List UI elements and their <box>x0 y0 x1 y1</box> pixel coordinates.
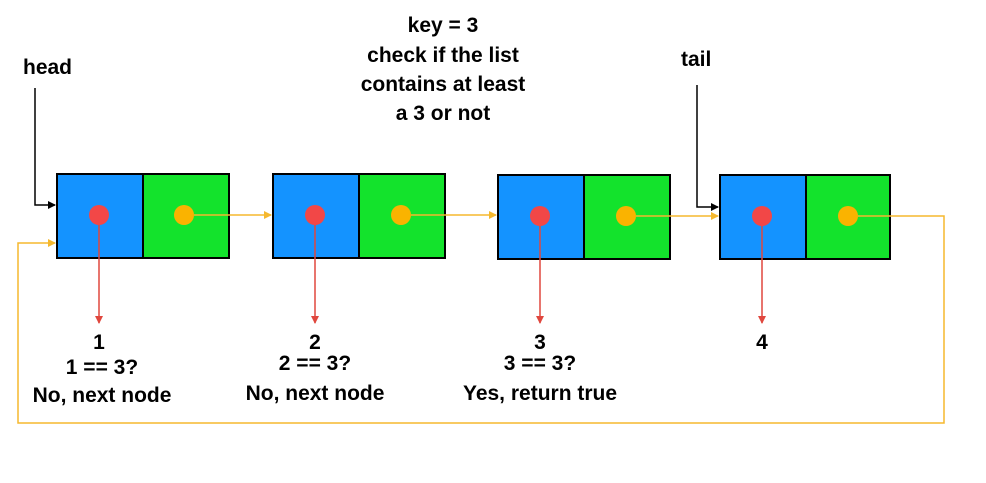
next-dot-icon <box>616 206 636 226</box>
data-dot-icon <box>530 206 550 226</box>
list-node-1 <box>56 173 230 259</box>
node-2-value: 2 <box>309 331 321 354</box>
header-line-3: contains at least <box>361 73 526 96</box>
data-dot-icon <box>752 206 772 226</box>
list-node-2 <box>272 173 446 259</box>
list-node-4 <box>719 174 891 260</box>
next-link-4-to-1-loop <box>17 215 945 424</box>
node-4-value: 4 <box>756 331 768 354</box>
next-dot-icon <box>391 205 411 225</box>
node-2-result: No, next node <box>246 382 385 405</box>
next-dot-icon <box>174 205 194 225</box>
list-node-3 <box>497 174 671 260</box>
node-1-value: 1 <box>93 331 105 354</box>
header-line-1: key = 3 <box>408 14 479 37</box>
next-dot-icon <box>838 206 858 226</box>
head-pointer-arrow <box>34 88 56 209</box>
node-2-check: 2 == 3? <box>279 352 351 375</box>
tail-label: tail <box>681 48 711 71</box>
head-label: head <box>23 56 72 79</box>
node-1-result: No, next node <box>33 384 172 407</box>
node-next-cell <box>805 174 891 260</box>
tail-pointer-arrow <box>696 85 719 211</box>
data-dot-icon <box>89 205 109 225</box>
header-line-4: a 3 or not <box>396 102 491 125</box>
node-3-check: 3 == 3? <box>504 352 576 375</box>
data-dot-icon <box>305 205 325 225</box>
node-3-value: 3 <box>534 331 546 354</box>
node-1-check: 1 == 3? <box>66 356 138 379</box>
node-3-result: Yes, return true <box>463 382 617 405</box>
header-line-2: check if the list <box>367 44 519 67</box>
